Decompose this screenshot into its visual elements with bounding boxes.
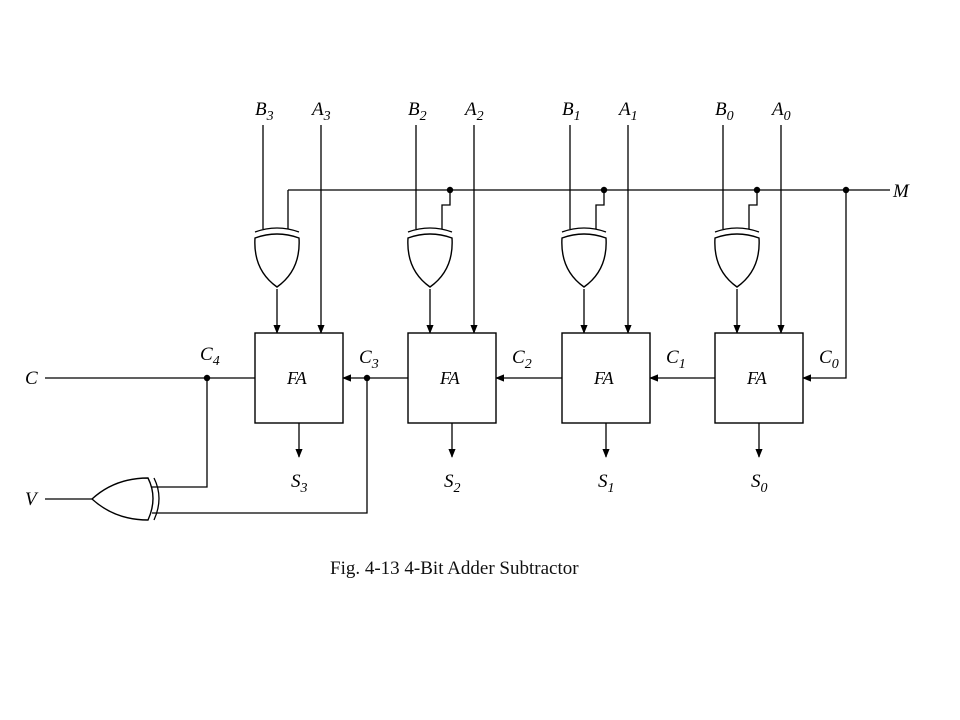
a-input-label: A3 <box>310 99 331 124</box>
carry-in-label: C0 <box>819 347 839 372</box>
full-adder-block <box>714 332 804 424</box>
m-tap-wire <box>441 190 451 229</box>
carry-in-label: C3 <box>359 347 379 372</box>
c4-to-xor-wire <box>152 378 208 488</box>
b-input-label: B3 <box>255 99 274 124</box>
full-adder-block <box>254 332 344 424</box>
carry-out-label: C <box>25 368 38 389</box>
b-input-label: B1 <box>562 99 581 124</box>
wires <box>45 125 890 514</box>
full-adder-label: FA <box>286 368 308 388</box>
sum-output-label: S2 <box>444 471 461 496</box>
full-adder-label: FA <box>593 368 615 388</box>
full-adder-block <box>407 332 497 424</box>
full-adder-block <box>561 332 651 424</box>
control-input-label: M <box>892 181 910 202</box>
carry-in-label: C2 <box>512 347 532 372</box>
sum-output-label: S3 <box>291 471 308 496</box>
b-input-label: B0 <box>715 99 734 124</box>
a-input-label: A1 <box>617 99 638 124</box>
overflow-xor-gate <box>90 477 160 521</box>
figure-caption: Fig. 4-13 4-Bit Adder Subtractor <box>330 558 579 579</box>
full-adder-label: FA <box>746 368 768 388</box>
overflow-label: V <box>25 489 39 510</box>
final-carry-label: C4 <box>200 344 220 369</box>
sum-output-label: S1 <box>598 471 615 496</box>
a-input-label: A0 <box>770 99 791 124</box>
gates <box>90 227 804 521</box>
xor-gate <box>561 227 607 288</box>
carry-in-label: C1 <box>666 347 686 372</box>
m-tap-wire <box>595 190 605 229</box>
xor-gate <box>407 227 453 288</box>
m-junction-dot <box>446 186 454 194</box>
c0-feed-wire <box>802 190 847 382</box>
xor-gate <box>714 227 760 288</box>
full-adder-label: FA <box>439 368 461 388</box>
m-junction-dot <box>600 186 608 194</box>
c3-to-xor-wire <box>152 378 368 514</box>
m-junction-dot <box>753 186 761 194</box>
a-input-label: A2 <box>463 99 484 124</box>
xor-gate <box>254 227 300 288</box>
b-input-label: B2 <box>408 99 427 124</box>
sum-output-label: S0 <box>751 471 768 496</box>
m-tap-wire <box>748 190 758 229</box>
m-junction-dot <box>842 186 850 194</box>
